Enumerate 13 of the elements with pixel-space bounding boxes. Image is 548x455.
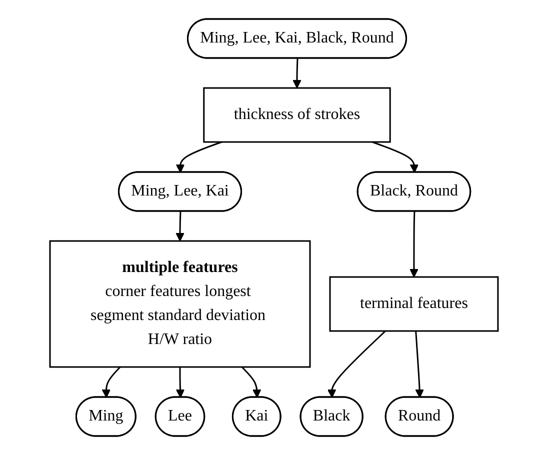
node-box: terminal features [329,276,499,332]
arrow [102,366,121,398]
arrow [292,58,302,88]
arrow [241,366,262,398]
node-box: multiple features corner features longest segment standard deviation H/W ratio [49,240,311,368]
arrow [415,330,424,398]
arrow [372,141,419,173]
arrow [327,330,386,398]
node-box: thickness of strokes [203,87,391,143]
arrow [176,141,222,173]
arrow [176,367,185,398]
arrow [176,211,184,242]
arrow [410,211,418,278]
